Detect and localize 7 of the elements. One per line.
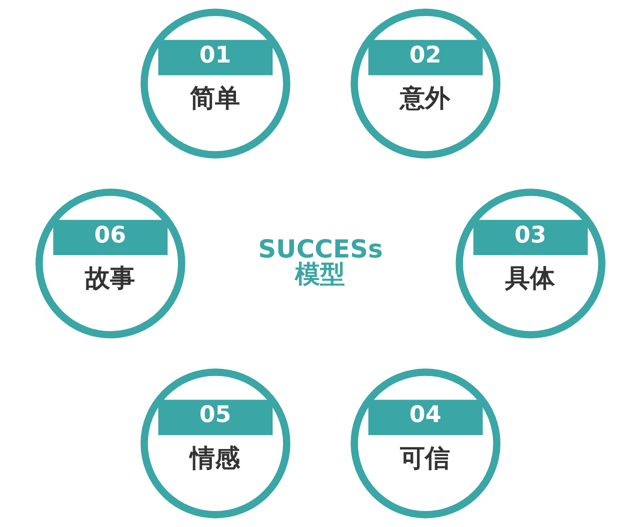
node-text: SUCCESs 模型 [258,234,382,288]
node-circle: 01 简单 [140,8,290,158]
node-circle: 02 意外 [350,8,500,158]
node-circle: 03 具体 [455,188,605,338]
node-circle: 04 可信 [350,368,500,518]
node-circle: 06 故事 [35,188,185,338]
node-circle: 05 情感 [140,368,290,518]
